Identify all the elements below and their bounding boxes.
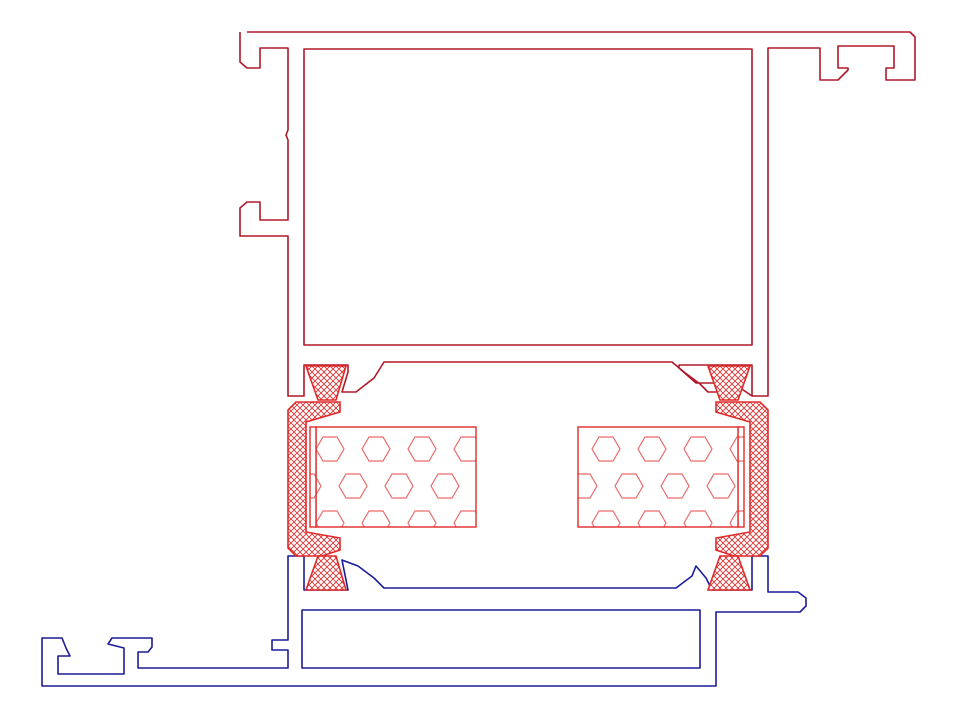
insulation-core-right <box>577 426 745 528</box>
insulation-cores <box>309 426 745 528</box>
lower-profile-outline <box>41 555 807 687</box>
thermal-break-right-bottom-key <box>706 555 752 591</box>
lower-profile-chamber <box>301 609 701 669</box>
thermal-break-left-bottom-key <box>304 555 348 591</box>
upper-aluminum-profile <box>239 31 916 397</box>
insulation-core-left <box>309 426 477 528</box>
thermal-break-left-top-key <box>304 365 348 401</box>
thermal-break-right-top-key <box>706 365 752 401</box>
lower-aluminum-profile <box>41 555 807 687</box>
upper-profile-chamber <box>303 48 753 346</box>
thermal-break-strips <box>287 365 769 591</box>
thermal-break-left-body <box>287 401 341 557</box>
thermal-break-right-body <box>715 401 769 557</box>
upper-profile-outline <box>239 31 916 397</box>
